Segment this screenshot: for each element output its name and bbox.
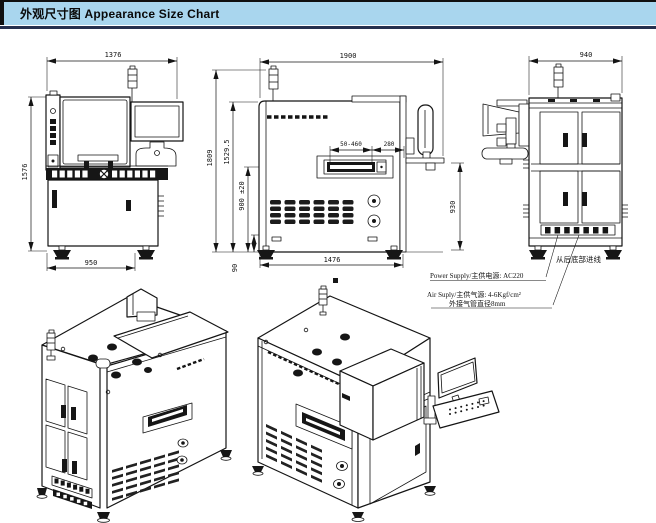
side-doors (45, 378, 88, 481)
dim-940: 940 (580, 51, 593, 59)
right-side-view: 940 (427, 51, 628, 309)
monitor-arm-assembly (405, 104, 445, 171)
signal-tower-light (553, 63, 564, 99)
dim-280: 280 (384, 141, 395, 148)
lower-door-left (539, 170, 579, 224)
vent-louvers (270, 200, 354, 224)
top-holes (263, 327, 350, 377)
dim-950: 950 (85, 259, 98, 267)
dim-930: 930 (449, 201, 457, 214)
vent-louvers (266, 424, 322, 483)
header-divider (0, 26, 656, 29)
control-knobs (176, 438, 189, 465)
inner-tray (77, 154, 119, 168)
loader-funnel (481, 99, 530, 165)
board-entry-slot (316, 155, 394, 179)
side-display-box (130, 101, 184, 167)
dim-1529-5: 1529.5 (223, 139, 231, 164)
lower-cabinet (47, 179, 164, 247)
dim-1809: 1809 (206, 150, 214, 167)
isometric-view-left (36, 288, 232, 523)
note-power: Power Supply/主供电源: AC220 (430, 271, 524, 280)
signal-tower-light (318, 285, 328, 316)
dim-900-20: 900 ±20 (238, 181, 246, 211)
leveling-feet (36, 450, 232, 523)
dim-90: 90 (231, 264, 239, 272)
signal-tower-light (46, 329, 56, 361)
vent-louvers (112, 450, 179, 501)
small-mark (333, 278, 338, 283)
top-cover-plate (113, 311, 229, 359)
note-air-supply: Air Suply/主供气源: 4-6Kgf/cm² (427, 290, 521, 299)
board-entry-slot (142, 402, 193, 434)
dim-1900: 1900 (340, 52, 357, 60)
top-head-cover (339, 348, 425, 441)
section-header-bar: 外观尺寸图 Appearance Size Chart (0, 0, 656, 25)
operator-panel-column (45, 90, 61, 171)
leveling-feet (252, 466, 436, 522)
isometric-view-right (252, 285, 500, 522)
side-cabinet (523, 93, 628, 247)
signal-tower-light (127, 65, 138, 102)
left-face (41, 344, 101, 509)
dim-1476: 1476 (324, 256, 341, 264)
front-view: 1900 1809 1529.5 900 ±20 90 (206, 52, 464, 283)
monitor-keyboard-assembly (423, 357, 500, 429)
signal-tower-light (268, 65, 279, 101)
dim-1376: 1376 (105, 51, 122, 59)
left-side-view: 1376 1576 (21, 51, 184, 271)
note-cable-entry: 从后底部进线 (556, 254, 601, 264)
top-holes (60, 343, 163, 395)
dim-50-460: 50-460 (340, 141, 362, 148)
dim-1576: 1576 (21, 164, 29, 181)
top-funnel (126, 288, 158, 322)
control-knobs (333, 461, 348, 489)
note-air-pipe: 外接气管直径8mm (449, 299, 506, 308)
board-entry-slot (295, 403, 353, 450)
leveling-feet (529, 245, 622, 260)
control-knobs (367, 194, 381, 228)
conveyor-rail-band (46, 165, 168, 180)
leveling-feet (53, 245, 155, 260)
page-title: 外观尺寸图 Appearance Size Chart (20, 7, 220, 21)
